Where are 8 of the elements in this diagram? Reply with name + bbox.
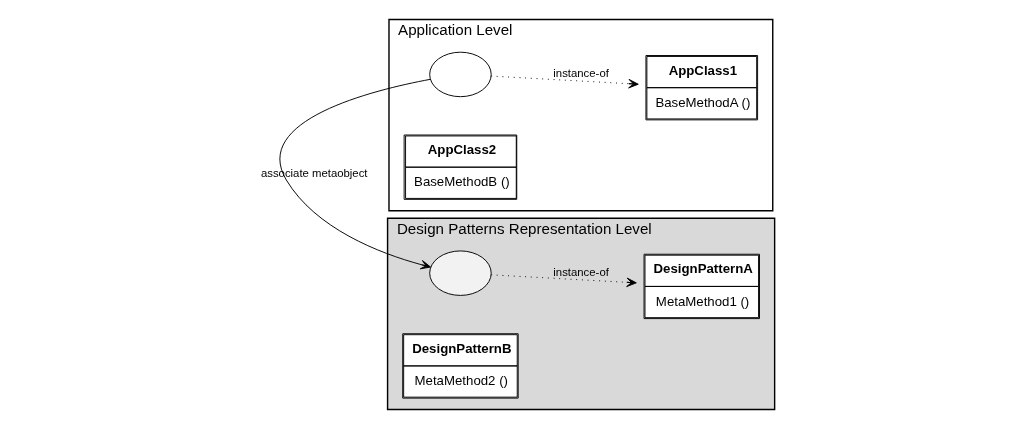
- edge-label: associate metaobject: [260, 166, 368, 179]
- arrow: [490, 75, 639, 89]
- edge-label: instance-of: [553, 66, 609, 79]
- arrow: [280, 78, 431, 270]
- node-circle: [429, 250, 492, 296]
- node-circle: [429, 51, 492, 98]
- edge-label: instance-of: [553, 265, 609, 278]
- arrow: [490, 274, 637, 288]
